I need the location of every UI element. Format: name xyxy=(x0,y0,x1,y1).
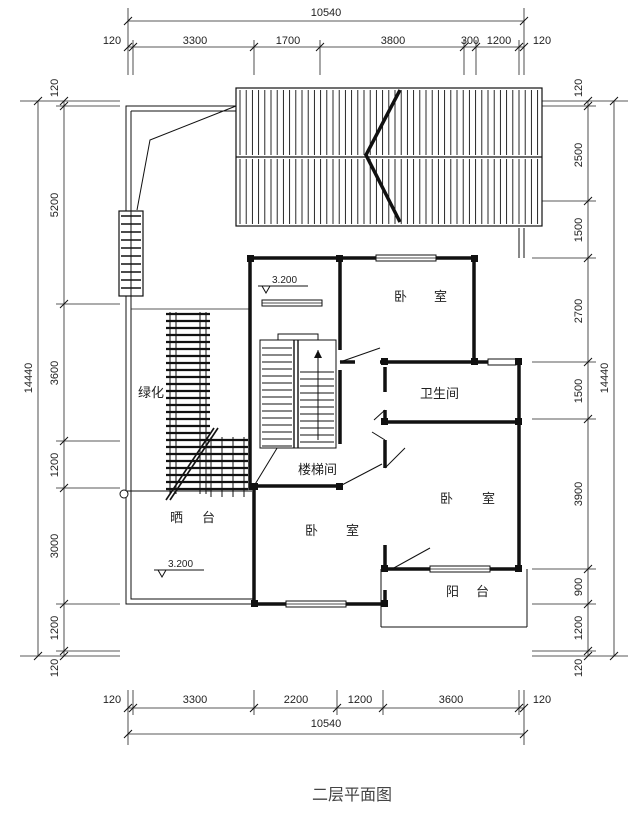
left-dimension-lines xyxy=(20,96,120,661)
stairwell-label: 楼梯间 xyxy=(298,463,337,478)
right-dimension-6: 3900 xyxy=(573,482,585,506)
right-total-dimension: 14440 xyxy=(599,363,611,394)
left-dimension-2: 5200 xyxy=(49,193,61,217)
bottom-total-dimension: 10540 xyxy=(311,718,342,730)
left-dimension-6: 1200 xyxy=(49,616,61,640)
columns xyxy=(247,255,522,607)
staircase xyxy=(259,333,337,449)
right-dimension-9: 120 xyxy=(573,659,585,677)
bottom-dimension-3: 2200 xyxy=(284,694,308,706)
top-dimension-5: 300 xyxy=(461,35,479,47)
top-dimension-2: 3300 xyxy=(183,35,207,47)
level-marker-stair xyxy=(258,285,308,295)
bottom-dimension-6: 120 xyxy=(533,694,551,706)
right-dimension-1: 120 xyxy=(573,79,585,97)
bedroom-bottom-label-1: 卧 xyxy=(305,524,318,539)
bottom-dimension-5: 3600 xyxy=(439,694,463,706)
bottom-dimension-4: 1200 xyxy=(348,694,372,706)
roof-area xyxy=(136,87,543,227)
right-dimension-5: 1500 xyxy=(573,379,585,403)
bedroom-bottom-label-2: 室 xyxy=(346,523,359,539)
right-dimension-4: 2700 xyxy=(573,299,585,323)
bottom-dimension-1: 120 xyxy=(103,694,121,706)
right-dimension-3: 1500 xyxy=(573,218,585,242)
top-dimension-6: 1200 xyxy=(487,35,511,47)
top-total-dimension: 10540 xyxy=(311,7,342,19)
right-dimension-8: 1200 xyxy=(573,616,585,640)
bedroom-top-label-2: 室 xyxy=(434,289,447,305)
left-dimension-4: 1200 xyxy=(49,453,61,477)
left-dimension-7: 120 xyxy=(49,659,61,677)
level-marker-terrace xyxy=(154,569,204,579)
right-dimension-lines xyxy=(532,96,628,661)
greenery-trellis xyxy=(119,312,252,501)
left-dimension-1: 120 xyxy=(49,79,61,97)
right-dimension-2: 2500 xyxy=(573,143,585,167)
bottom-dimension-2: 3300 xyxy=(183,694,207,706)
greenery-label: 绿化 xyxy=(138,386,164,401)
balcony-label-1: 阳 xyxy=(446,585,459,600)
top-dimension-7: 120 xyxy=(533,35,551,47)
top-dimension-1: 120 xyxy=(103,35,121,47)
bedroom-right-label-1: 卧 xyxy=(440,492,453,507)
terrace-level-label: 3.200 xyxy=(168,559,193,570)
right-dimension-7: 900 xyxy=(573,578,585,596)
terrace-label-2: 台 xyxy=(202,511,215,526)
top-dimension-lines xyxy=(123,8,529,75)
bottom-dimension-lines xyxy=(123,690,529,745)
balcony-label-2: 台 xyxy=(476,585,489,600)
bathroom-label: 卫生间 xyxy=(420,387,459,402)
top-dimension-4: 3800 xyxy=(381,35,405,47)
terrace-label-1: 晒 xyxy=(170,511,183,526)
top-dimension-3: 1700 xyxy=(276,35,300,47)
external-ladder xyxy=(118,210,144,297)
stair-level-label: 3.200 xyxy=(272,275,297,286)
bedroom-top-label-1: 卧 xyxy=(394,290,407,305)
left-dimension-3: 3600 xyxy=(49,361,61,385)
left-total-dimension: 14440 xyxy=(23,363,35,394)
bedroom-right-label-2: 室 xyxy=(482,491,495,507)
plan-caption: 二层平面图 xyxy=(312,785,392,804)
doors xyxy=(253,347,431,570)
left-dimension-5: 3000 xyxy=(49,534,61,558)
